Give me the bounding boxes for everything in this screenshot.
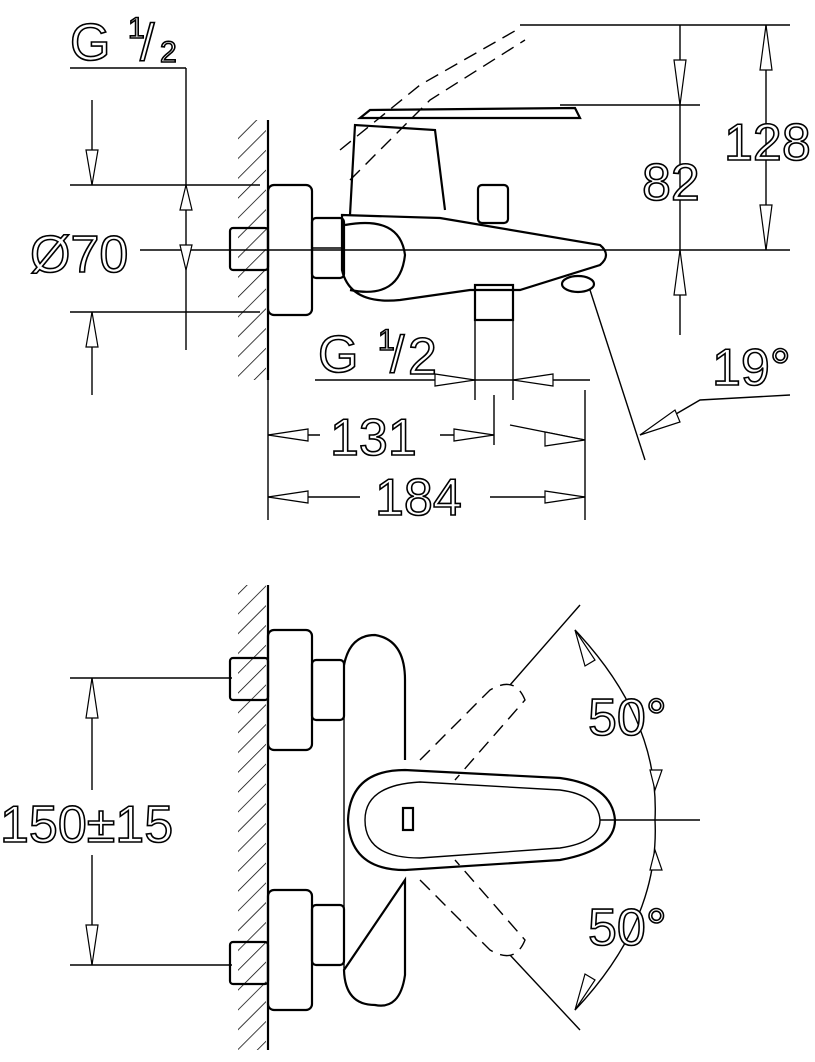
angle-spout-label: 19° [712,339,791,397]
aerator [560,274,596,294]
svg-text:2: 2 [160,36,177,69]
handle-lever [356,106,582,120]
wall-hatch-top [238,585,266,1050]
upper-flange [266,628,314,752]
body-bar [342,633,407,1007]
side-view: G 1 / 2 Ø70 128 82 G 1 / 2 19° [29,11,811,528]
handle-ghost-upper [419,683,526,781]
svg-text:2: 2 [408,328,437,386]
lower-flange [266,888,314,1012]
angle-upper-label: 50° [588,689,667,747]
svg-text:1: 1 [128,12,145,45]
handle-ghost-lower [419,859,526,957]
thread-top-label: G [70,14,110,72]
faucet-body [340,213,608,302]
top-view: 50° 50° 150±15 [0,585,700,1050]
svg-text:/: / [390,326,405,384]
depth-total-label: 184 [375,469,462,527]
depth-outlet-label: 131 [330,409,417,467]
thread-bottom-label: G [318,326,358,384]
diverter-knob [476,183,510,225]
svg-text:1: 1 [378,324,395,357]
angle-lower-label: 50° [588,899,667,957]
handle-base [348,123,447,216]
svg-text:/: / [140,14,155,72]
spout-top [346,768,617,872]
height-spout-label: 82 [642,154,700,212]
handle-raised-ghost [339,27,521,151]
center-distance-label: 150±15 [0,796,173,854]
diameter-label: Ø70 [30,226,128,284]
height-total-label: 128 [724,114,811,172]
diverter-outlet [473,283,515,322]
